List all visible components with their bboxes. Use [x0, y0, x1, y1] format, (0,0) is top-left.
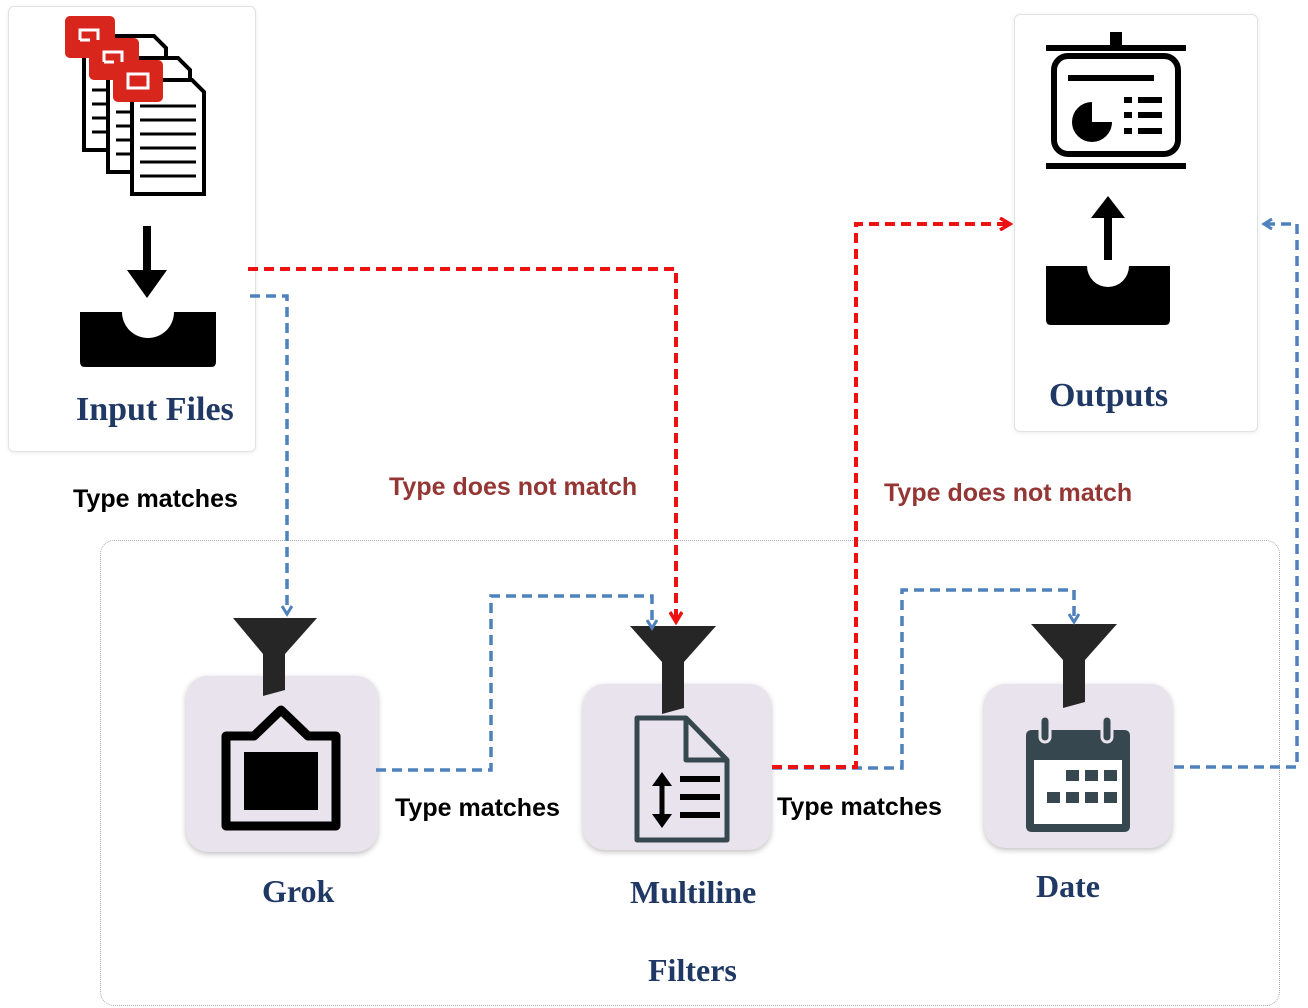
- calendar-icon: [1026, 714, 1130, 832]
- input-type-not-match-label: Type does not match: [389, 473, 638, 501]
- edge-input-to-grok: [250, 294, 287, 614]
- document-lines-icon: [634, 715, 730, 843]
- edge-grok-to-multiline: [376, 594, 652, 772]
- upload-tray-icon: [1046, 196, 1170, 325]
- presentation-chart-icon: [1046, 32, 1186, 169]
- grok-label: Grok: [262, 873, 335, 909]
- filters-group: [100, 540, 1280, 1006]
- date-label: Date: [1036, 868, 1100, 904]
- tag-icon: [221, 705, 341, 831]
- multiline-tile: [583, 684, 771, 850]
- multiline-type-matches-label: Type matches: [777, 793, 942, 821]
- input-type-matches-label: Type matches: [73, 485, 238, 513]
- multiline-funnel-icon: [630, 626, 716, 714]
- grok-funnel-icon: [233, 618, 317, 696]
- input-files-label: Input Files: [76, 391, 234, 428]
- file-stack-icon: [65, 16, 206, 196]
- grok-type-matches-label: Type matches: [395, 794, 560, 822]
- edge-multiline-to-date: [772, 588, 1074, 770]
- edge-date-to-outputs: [1174, 224, 1299, 769]
- date-funnel-icon: [1031, 624, 1117, 708]
- outputs-label: Outputs: [1049, 377, 1169, 414]
- edge-multiline-to-outputs-nomatch: [772, 224, 1010, 769]
- edge-input-to-multiline-nomatch: [248, 267, 676, 622]
- filters-label: Filters: [648, 952, 737, 988]
- inbox-download-icon: [80, 226, 216, 367]
- multiline-type-not-match-label: Type does not match: [884, 479, 1133, 507]
- multiline-label: Multiline: [630, 874, 757, 910]
